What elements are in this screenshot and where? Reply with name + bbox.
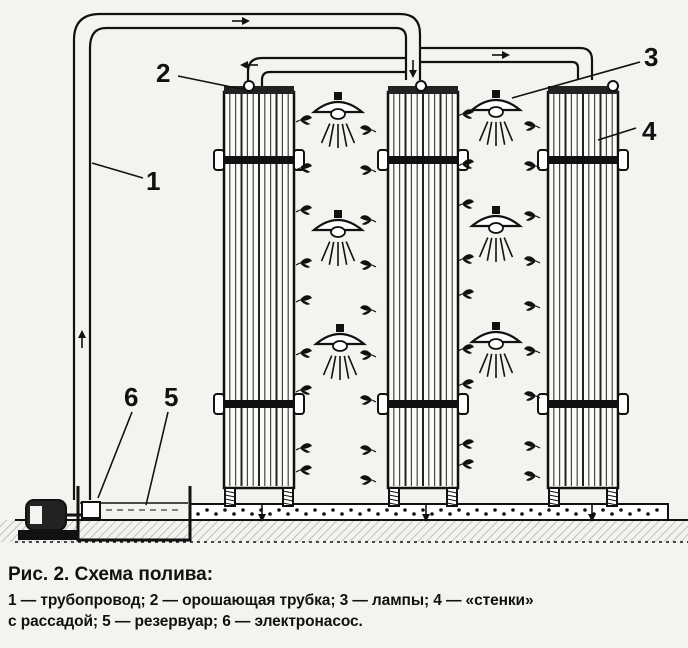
lamp-icon <box>310 210 366 266</box>
caption-title: Рис. 2. Схема полива: <box>8 564 214 585</box>
leaf-icon <box>295 115 312 125</box>
leaf-icon <box>457 199 474 209</box>
leaf-icon <box>295 385 312 395</box>
leaf-icon <box>360 125 377 135</box>
leaf-icon <box>524 441 541 451</box>
leaf-icon <box>457 344 474 354</box>
leaf-icon <box>524 391 541 401</box>
leaf-icon <box>457 254 474 264</box>
leaf-icon <box>295 348 312 358</box>
leaf-icon <box>295 295 312 305</box>
leaf-icon <box>524 161 541 171</box>
plant-wall-column <box>377 80 469 507</box>
leaf-icon <box>295 109 541 485</box>
leaf-icon <box>295 465 312 475</box>
irrigation-tube <box>246 56 406 92</box>
flow-arrow-icon <box>232 17 250 25</box>
lamp-icon <box>468 206 524 262</box>
lamp-icon <box>312 324 368 380</box>
leaf-icon <box>524 211 541 221</box>
flow-arrow-icon <box>258 504 266 522</box>
leaf-icon <box>457 289 474 299</box>
figure-caption: Рис. 2. Схема полива: 1 — трубопровод; 2… <box>8 563 684 632</box>
caption-legend-line: с рассадой; 5 — резервуар; 6 — электрона… <box>8 613 363 630</box>
callout-lamps: 3 <box>644 42 659 72</box>
leaf-icon <box>524 301 541 311</box>
lamp-icon <box>310 90 524 380</box>
leaf-icon <box>524 256 541 266</box>
electric-pump <box>18 499 101 540</box>
leaf-icon <box>360 305 377 315</box>
leaf-icon <box>360 475 377 485</box>
leaf-icon <box>524 471 541 481</box>
leaf-icon <box>457 459 474 469</box>
flow-arrow-icon <box>588 504 596 522</box>
callout-reservoir: 5 <box>164 382 179 412</box>
leaf-icon <box>360 260 377 270</box>
leaf-icon <box>360 215 377 225</box>
flow-arrow-icon <box>422 504 430 522</box>
plant-wall-column <box>537 80 629 507</box>
leaf-icon <box>295 258 312 268</box>
leaf-icon <box>295 205 312 215</box>
scheme-drawing <box>0 12 688 543</box>
flow-arrow-icon <box>240 61 258 69</box>
leaf-icon <box>457 159 474 169</box>
flow-arrow-icon <box>409 60 417 78</box>
callout-pipeline: 1 <box>146 166 161 196</box>
leaf-icon <box>360 395 377 405</box>
leaf-icon <box>524 346 541 356</box>
leaf-icon <box>457 379 474 389</box>
irrigation-scheme-figure: 1 2 3 4 5 6 <box>0 12 688 543</box>
callout-irrigation-tube: 2 <box>156 58 171 88</box>
leaf-icon <box>457 439 474 449</box>
lamp-icon <box>468 322 524 378</box>
leaf-icon <box>360 350 377 360</box>
leaf-icon <box>360 165 377 175</box>
leaf-icon <box>360 445 377 455</box>
plant-wall-column <box>213 80 629 507</box>
caption-legend-line: 1 — трубопровод; 2 — орошающая трубка; 3… <box>8 592 534 609</box>
lamp-icon <box>468 90 524 146</box>
leaf-icon <box>295 163 312 173</box>
callout-pump: 6 <box>124 382 139 412</box>
lamp-icon <box>310 92 366 148</box>
leaf-icon <box>295 443 312 453</box>
callout-leaders <box>91 61 641 506</box>
callout-walls: 4 <box>642 116 657 146</box>
flow-arrow-icon <box>78 330 86 348</box>
leaf-icon <box>524 121 541 131</box>
water-pipe <box>72 12 594 500</box>
caption-legend: 1 — трубопровод; 2 — орошающая трубка; 3… <box>8 590 684 632</box>
plant-wall-column <box>213 80 305 507</box>
flow-arrow-icon <box>78 17 596 522</box>
flow-arrow-icon <box>492 51 510 59</box>
